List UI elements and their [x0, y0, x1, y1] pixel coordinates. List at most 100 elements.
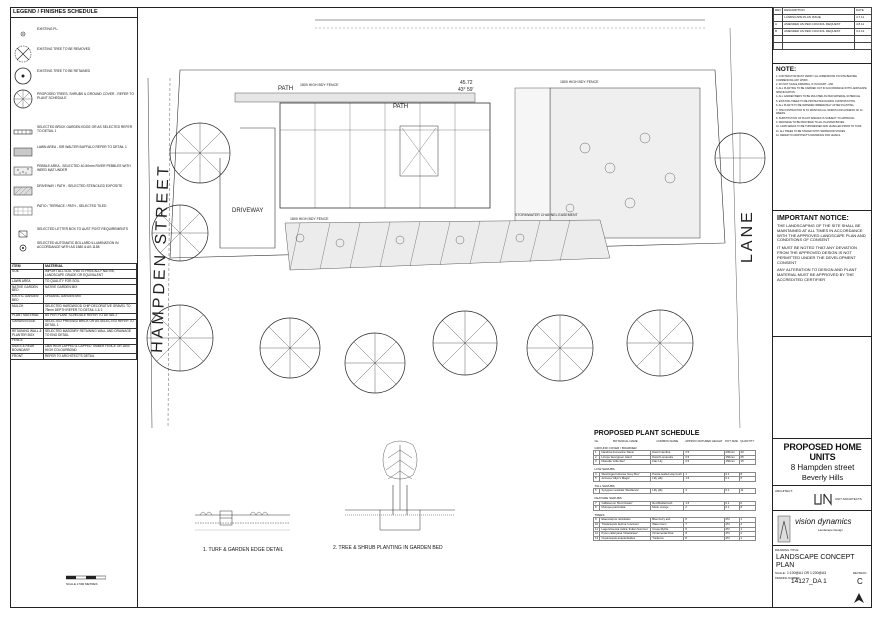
lawn-area — [549, 87, 701, 239]
consultant-subtitle: Landscape Design — [818, 528, 843, 532]
legend-item: SELECTED BRICK GARDEN EDGE OR AS SELECTE… — [13, 125, 135, 139]
material-item: RETAINING WALL & PLANTER BOX — [10, 328, 44, 339]
material-item: MULCH — [10, 303, 44, 314]
schedule-group: GROUND COVER / BOARDER — [594, 445, 637, 450]
table-row: FENCE — [10, 337, 137, 345]
schedule-group: LOW SHRUBS — [594, 466, 615, 471]
revision-label: REVISION — [853, 571, 867, 575]
street-label: HAMPDEN STREET — [149, 163, 173, 353]
material-item: FRONT — [10, 353, 44, 361]
note-line: 9. DRAINAGE TO BE PROVIDED TO ALL PLANTE… — [776, 120, 845, 124]
path-label: PATH — [278, 86, 293, 92]
legend-item: EXISTING PL. — [13, 27, 135, 41]
legend-panel: LEGEND / FINISHES SCHEDULE EXISTING PL. … — [10, 7, 138, 608]
legend-item-text: SELECTED BRICK GARDEN EDGE OR AS SELECTE… — [37, 125, 133, 133]
proposed-tree-icon — [714, 132, 766, 184]
important-title: IMPORTANT NOTICE: — [777, 215, 849, 222]
legend-item-text: PROPOSED TREES, SHRUBS & GROUND COVER - … — [37, 92, 134, 100]
schedule-header: No. — [594, 439, 599, 443]
note-line: 6. ALL PLANTS TO BE WATERED IMMEDIATELY … — [776, 104, 855, 108]
detail-2-drawing — [345, 440, 455, 531]
consultant-logo-icon — [777, 515, 791, 543]
proposed-tree-icon — [146, 304, 214, 372]
legend-item: DRIVEWAY / PATH - SELECTED STENCILED EXP… — [13, 184, 135, 198]
material-value: ORGANIC GARDEN MIX — [43, 293, 137, 305]
drawing-title-label: DRAWING TITLE: — [775, 548, 800, 552]
driveway-label: DRIVEWAY — [232, 208, 263, 214]
plant-schedule-title: PROPOSED PLANT SCHEDULE — [594, 430, 700, 437]
schedule-header: COMMON NAME — [656, 439, 679, 443]
legend-item: PROPOSED TREES, SHRUBS & GROUND COVER - … — [13, 89, 135, 109]
important-notice: IMPORTANT NOTICE: THE LANDSCAPING OF THE… — [773, 213, 872, 337]
fence-label: 1800 HIGH BDY FENCE — [300, 83, 339, 87]
legend-item-text: DRIVEWAY / PATH - SELECTED STENCILED EXP… — [37, 184, 123, 188]
revision-value: C — [857, 577, 863, 586]
note-line: 10. LAWN AREAS TO BE TOPDRESSED AND LEVE… — [776, 125, 862, 129]
note-line: 8. SUBSTITUTION OF PLANT SPECIES IS SUBJ… — [776, 116, 856, 120]
notes-title: NOTE: — [776, 66, 797, 73]
material-value: SELECTED HARDWOOD CHIP DECORATIVE GRAVEL… — [43, 303, 137, 314]
legend-item-text: LAWN AREA - SIR WALTER BUFFALO REFER TO … — [37, 145, 127, 149]
pebble-area — [514, 87, 551, 239]
legend-item-text: EXISTING PL. — [37, 27, 59, 31]
legend-item: EXISTING TREE TO BE RETAINED — [13, 67, 135, 85]
drawing-number-label: DRAWING NUMBER: — [775, 577, 801, 580]
material-value — [43, 337, 137, 345]
lawn-area-icon — [13, 145, 33, 159]
site-boundary — [169, 69, 726, 259]
legend-item: PEBBLE AREA - SELECTED 40-50mm RIVER PEB… — [13, 164, 135, 178]
proposed-tree-icon — [259, 317, 321, 379]
detail-1-drawing — [195, 510, 290, 531]
fence-label: 1800 HIGH BDY FENCE — [560, 80, 599, 84]
legend-item-text: PATIO / TERRACE / PATH - SELECTED TILED — [37, 204, 107, 208]
legend-item: SELECTED AUTOMATIC BOLLARD ILLUMINATION … — [13, 241, 135, 255]
material-value: SELECTED MASONRY RETAINING WALL AND DRAI… — [43, 328, 137, 339]
bearing-label: 43° 59' — [458, 87, 474, 93]
proposed-tree-icon — [626, 309, 694, 377]
detail-2-title: 2. TREE & SHRUB PLANTING IN GARDEN BED — [333, 545, 443, 551]
project-suburb: Beverly Hills — [801, 473, 844, 482]
legend-title: LEGEND / FINISHES SCHEDULE — [10, 7, 137, 18]
material-value: AS PER PLANT SCHEDULE REFER TO DETAIL 2 — [43, 312, 137, 320]
project-address: 8 Hampden street — [790, 463, 855, 472]
tree-retained-icon — [13, 67, 33, 85]
drawing-title: LANDSCAPE CONCEPT PLAN — [776, 554, 855, 569]
consultant-block: vision dynamics Landscape Design — [773, 512, 872, 546]
legend-item-text: SELECTED LETTER BOX TO AUST POST REQUIRE… — [37, 227, 128, 231]
material-value: SELECTED PRESSED BRICK OR AS SELECTED RE… — [43, 318, 137, 330]
note-line: 3. ALL PLANTING TO BE CARRIED OUT IN ACC… — [776, 87, 867, 94]
note-line: 11. ALL TREES TO BE STAKED WITH HARDWOOD… — [776, 129, 846, 133]
architect-block: ARCHITECT: UNIT ARCHITECTS — [773, 487, 872, 511]
note-line: 5. EXISTING TREES TO BE PROTECTED DURING… — [776, 99, 856, 103]
material-item: SOIL — [10, 268, 44, 280]
note-line: 2. DO NOT SCALE DRAWING, IF IN DOUBT - A… — [776, 82, 835, 86]
schedule-header: BOTANICAL NAME — [613, 439, 638, 443]
proposed-tree-icon — [344, 332, 406, 394]
schedule-header: POT SIZE — [725, 439, 738, 443]
note-line: 12. REFER TO ARCHITECT'S DRAWINGS FOR LE… — [776, 134, 841, 138]
garden-edge-icon — [13, 125, 33, 139]
drawing-number: 14127_DA 1 — [791, 578, 827, 585]
material-value: NATIVE GARDEN MIX — [43, 284, 137, 295]
pebble-area-icon — [13, 164, 33, 178]
legend-item-text: SELECTED AUTOMATIC BOLLARD ILLUMINATION … — [37, 241, 119, 249]
dimension-label: 45.72 — [460, 80, 473, 86]
scale-bar: SCALE 1:500 METRES — [65, 575, 107, 586]
existing-tree-icon — [13, 27, 33, 41]
site-plan: HAMPDEN STREET LANE DRIVEWAY PATH PATH 1… — [146, 19, 766, 428]
legend-item-text: EXISTING TREE TO BE REMOVED — [37, 47, 91, 51]
schedule-group: FEATURE SHRUBS — [594, 495, 622, 500]
notice-paragraph: THE LANDSCAPING OF THE SITE SHALL BE MAI… — [777, 223, 866, 243]
schedule-header: QUANTITY — [740, 439, 755, 443]
